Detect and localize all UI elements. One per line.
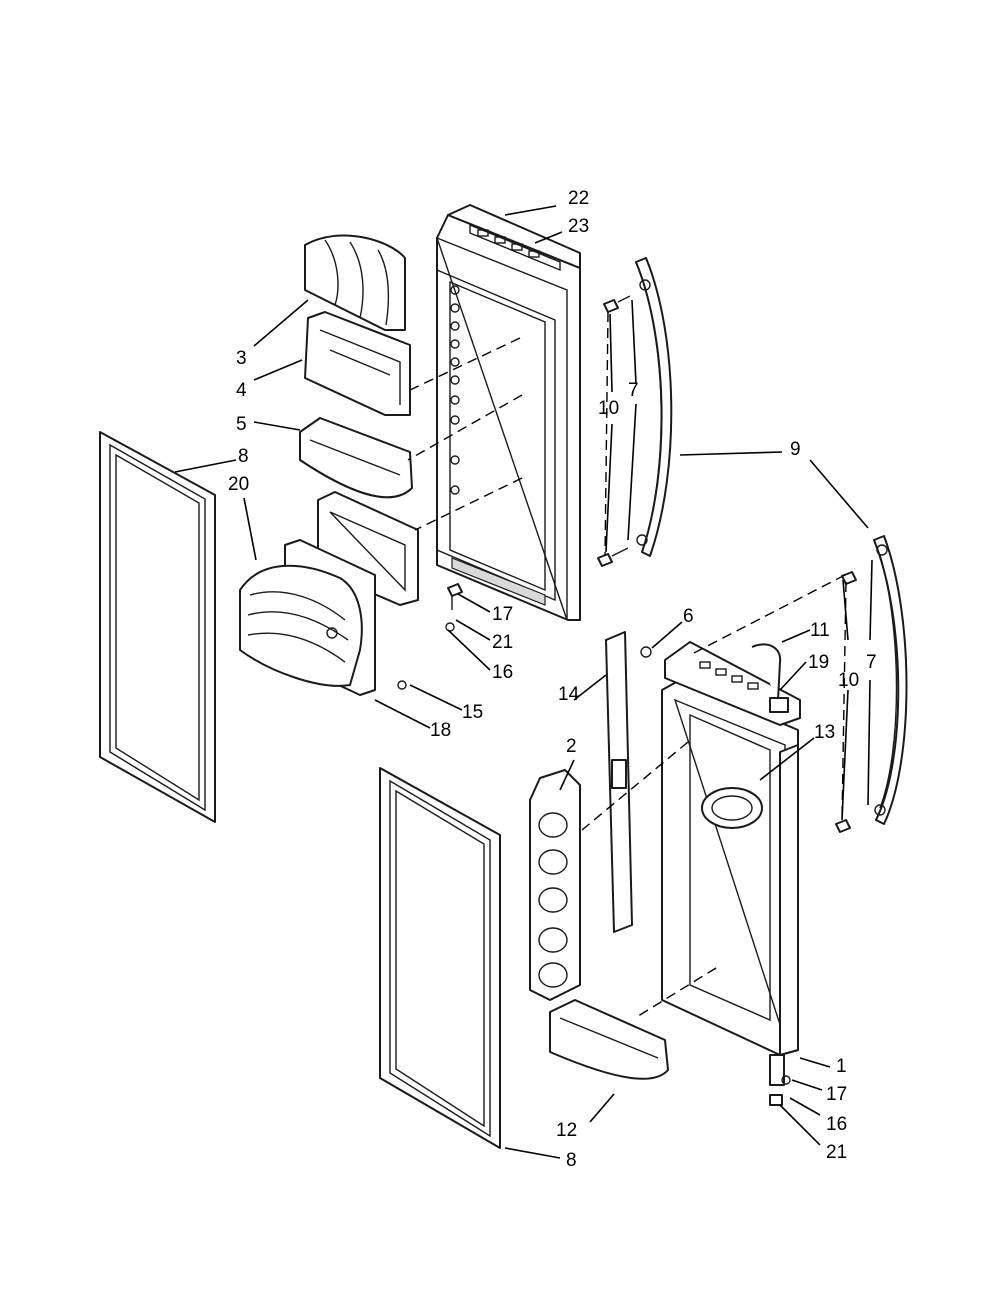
handle-mount-screws-lower bbox=[835, 571, 857, 833]
hinge-pin-lower bbox=[769, 1054, 791, 1106]
ice-bin bbox=[304, 311, 411, 416]
callout-10-lower: 10 bbox=[838, 670, 859, 691]
callout-13: 13 bbox=[814, 722, 835, 743]
callout-21-lower: 21 bbox=[826, 1142, 847, 1163]
door-gasket-left bbox=[99, 431, 216, 823]
dispenser-ring bbox=[701, 787, 763, 829]
callout-16-lower: 16 bbox=[826, 1114, 847, 1135]
callout-3: 3 bbox=[236, 348, 247, 369]
upper-door-cap bbox=[447, 204, 581, 272]
water-tube-fitting bbox=[751, 643, 789, 713]
callout-10-upper: 10 bbox=[598, 398, 619, 419]
callout-8-lower: 8 bbox=[566, 1150, 577, 1171]
callout-18: 18 bbox=[430, 720, 451, 741]
callout-20: 20 bbox=[228, 474, 249, 495]
explode-guides bbox=[407, 311, 847, 1019]
ice-bin-lid bbox=[304, 234, 406, 331]
door-bin-upper bbox=[299, 417, 413, 499]
callout-9: 9 bbox=[790, 439, 801, 460]
callout-1: 1 bbox=[836, 1056, 847, 1077]
lower-door-cap bbox=[664, 641, 801, 726]
callout-8-upper: 8 bbox=[238, 446, 249, 467]
door-gasket-bottom bbox=[379, 767, 501, 1149]
callout-6: 6 bbox=[683, 606, 694, 627]
upper-door-liner bbox=[435, 214, 581, 621]
callout-11: 11 bbox=[810, 620, 830, 641]
callout-12-text: 12 bbox=[556, 1120, 577, 1141]
callout-7-upper: 7 bbox=[628, 380, 639, 401]
callout-16-upper-text: 16 bbox=[492, 662, 513, 683]
callout-17-lower: 17 bbox=[826, 1084, 847, 1105]
callout-5: 5 bbox=[236, 414, 247, 435]
ice-bucket bbox=[239, 564, 363, 687]
mullion-bar bbox=[605, 631, 652, 933]
door-bin-lower bbox=[549, 999, 669, 1080]
callout-23: 23 bbox=[568, 216, 589, 237]
callout-7-lower: 7 bbox=[866, 652, 877, 673]
leader-lines bbox=[174, 205, 873, 1159]
callout-2: 2 bbox=[566, 736, 577, 757]
callout-14: 14 bbox=[558, 684, 580, 705]
door-handle-upper bbox=[635, 257, 673, 557]
callout-22: 22 bbox=[568, 188, 589, 209]
lower-door-liner bbox=[661, 679, 799, 1056]
shelf-notches-upper bbox=[450, 285, 460, 495]
callout-labels: 22 23 3 4 5 8 20 10 7 9 17 21 15 18 6 11… bbox=[228, 188, 877, 1171]
callout-4: 4 bbox=[236, 380, 247, 401]
callout-19: 19 bbox=[808, 652, 829, 673]
callout-21-upper: 21 bbox=[492, 632, 513, 653]
door-handle-lower bbox=[873, 535, 908, 825]
callout-17-upper: 17 bbox=[492, 604, 513, 625]
handle-mount-screws-upper bbox=[597, 295, 631, 567]
callout-15: 15 bbox=[462, 702, 483, 723]
can-rack-organizer bbox=[529, 769, 581, 1001]
